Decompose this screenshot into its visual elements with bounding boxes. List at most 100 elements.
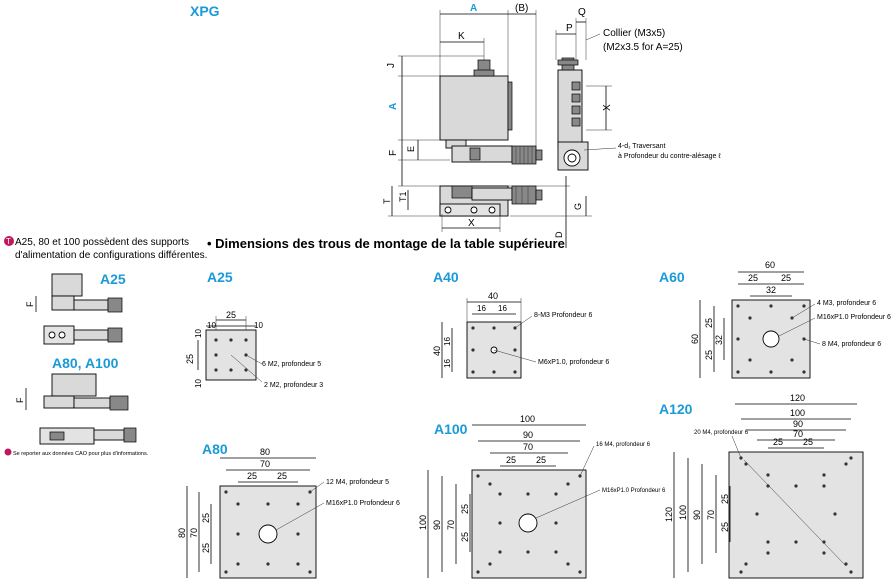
through-note-2: à Profondeur du contre-alésage ℓ [618,153,721,160]
dim-E: E [406,146,416,152]
a60-dim-2: 25 [748,273,758,283]
collar-note-1: Collier (M3x5) [603,28,665,39]
a25-dim-2: 10 [207,321,216,330]
a120-dim-2: 100 [790,408,805,418]
a40-dim-6: 40 [432,346,442,356]
product-title: XPG [190,3,220,19]
variant-a80-label: A80, A100 [52,355,119,371]
svg-text:T: T [6,237,11,246]
a120-dim-3: 90 [793,419,803,429]
dim-A: A [470,3,477,14]
a40-dim-1: 40 [488,291,498,301]
through-note-1: 4-d₁ Traversant [618,143,666,150]
a120-dim-9: 70 [706,510,716,520]
section-title: • Dimensions des trous de montage de la … [207,236,565,251]
panel-a40: A40 40 16 16 16 16 40 8-M3 Profondeur 6 … [432,269,609,379]
a80-dim-4: 25 [277,471,287,481]
dim-X-side: X [602,104,613,111]
a100-dim-7: 25 [460,532,470,542]
a40-note-2: M6xP1.0, profondeur 6 [538,359,609,366]
a60-dim-5: 25 [704,318,714,328]
a120-dim-12: 120 [664,507,674,522]
a120-dim-10: 90 [692,510,702,520]
a100-note-1: 16 M4, profondeur 6 [596,442,651,448]
a60-dim-3: 25 [781,273,791,283]
cad-note-icon [4,448,12,456]
panel-a40-title: A40 [433,269,459,285]
a120-dim-1: 120 [790,393,805,403]
side-view: Q P Collier (M3x5) (M2x3.5 for A=25) X 4… [555,7,721,171]
dim-J: J [386,63,397,68]
a80-dim-5: 25 [201,513,211,523]
a80-dim-6: 25 [201,543,211,553]
a25-dim-1: 25 [226,310,236,320]
dim-X-bottom: X [468,218,475,229]
panel-a100: A100 100 90 70 25 25 25 25 70 90 100 16 … [418,414,666,579]
a120-dim-4: 70 [793,429,803,439]
a100-dim-10: 100 [418,515,428,530]
a25-dim-4: 25 [185,354,195,364]
a60-note-2: M16xP1.0 Profondeur 6 [817,314,891,321]
left-note-line-1: A25, 80 et 100 possèdent des supports [15,237,189,248]
dim-B: (B) [515,3,528,14]
a80-dim-2: 70 [260,459,270,469]
a120-dim-5: 25 [773,437,783,447]
a25-dim-5: 10 [194,329,203,338]
dim-Q: Q [578,7,586,18]
a40-note-1: 8-M3 Profondeur 6 [534,312,592,319]
a80-dim-8: 80 [177,528,187,538]
a25-dim-6: 10 [194,379,203,388]
dim-A-side: A [388,103,399,110]
a100-dim-3: 70 [523,442,533,452]
a40-dim-3: 16 [498,304,507,313]
a100-dim-5: 25 [536,455,546,465]
collar-note-2: (M2x3.5 for A=25) [603,42,683,53]
left-note-line-2: d'alimentation de configurations différe… [15,250,207,261]
panel-a60-title: A60 [659,269,685,285]
variant-a80-F: F [15,397,25,403]
a60-note-1: 4 M3, profondeur 6 [817,300,876,307]
variant-a80-drawing: F [15,373,137,445]
a60-dim-1: 60 [765,260,775,270]
panel-a80: A80 80 70 25 25 25 25 70 80 12 M4, profo… [177,441,400,579]
dim-T1: T1 [398,191,408,202]
a60-dim-8: 60 [690,334,700,344]
a80-dim-3: 25 [247,471,257,481]
a60-dim-7: 32 [714,335,724,345]
a40-dim-4: 16 [443,337,452,346]
a60-note-3: 8 M4, profondeur 6 [822,341,881,348]
variant-a25-label: A25 [100,271,126,287]
a40-dim-5: 16 [443,359,452,368]
a100-dim-4: 25 [506,455,516,465]
dim-P: P [566,23,573,34]
dim-T: T [382,198,392,204]
a120-dim-8: 25 [720,522,730,532]
cad-note: Se reporter aux données CAO pour plus d'… [13,451,149,457]
a100-dim-6: 25 [460,504,470,514]
dim-K: K [458,31,465,42]
a60-dim-4: 32 [766,285,776,295]
a80-dim-1: 80 [260,447,270,457]
dim-D: D [554,231,564,238]
front-view: A (B) K J A F E [386,3,570,187]
a80-note-2: M16xP1.0 Profondeur 6 [326,500,400,507]
a120-dim-7: 25 [720,494,730,504]
panel-a120: A120 120 100 90 70 25 25 25 25 70 90 100… [659,393,864,579]
a120-dim-11: 100 [678,505,688,520]
panel-a25: A25 25 10 10 25 10 10 6 M2, profondeur 5… [185,269,323,389]
panel-a120-title: A120 [659,401,693,417]
a100-dim-2: 90 [523,430,533,440]
a120-dim-6: 25 [803,437,813,447]
panel-a60: A60 60 25 25 32 25 25 32 60 4 M3, profon… [659,260,891,379]
panel-a80-title: A80 [202,441,228,457]
dim-G: G [573,203,583,210]
note-icon: T [4,236,14,246]
a120-note-1: 20 M4, profondeur 6 [694,430,749,436]
panel-a100-title: A100 [434,421,468,437]
a80-dim-7: 70 [189,528,199,538]
a40-dim-2: 16 [477,304,486,313]
panel-a25-title: A25 [207,269,233,285]
a100-dim-8: 70 [446,520,456,530]
variant-a25-F: F [25,301,35,307]
